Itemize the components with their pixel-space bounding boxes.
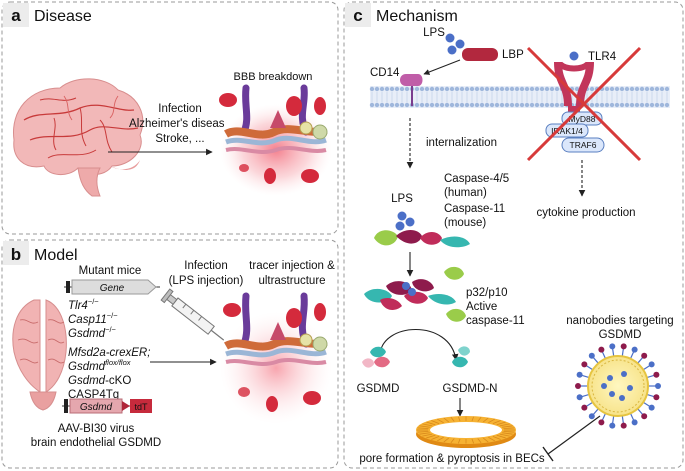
lps-label: LPS (423, 27, 445, 39)
cd14-receptor (400, 74, 423, 106)
lps-inner-label: LPS (391, 193, 413, 205)
mutant-superscript: −/− (88, 297, 99, 306)
lbp-protein (462, 48, 498, 61)
bbb-breakdown-illustration (219, 84, 332, 196)
infection-line2: (LPS injection) (169, 275, 244, 287)
tlr4-label: TLR4 (588, 51, 617, 63)
gsdmd-protein (362, 346, 390, 368)
myd88-label: MyD88 (569, 114, 596, 124)
infection-line1: Infection (184, 260, 227, 272)
construct-reporter: tdT (134, 402, 148, 412)
svg-text:Gsdmdflox/flox: Gsdmdflox/flox (68, 358, 131, 373)
cko-line2: Gsdmd (68, 361, 106, 373)
syringe-icon (160, 288, 225, 341)
panel-a-letter: a (11, 6, 21, 25)
cko-line3-rest: -cKO (105, 375, 131, 387)
cell-membrane (369, 86, 670, 108)
cko-line2-sup: flox/flox (105, 358, 131, 367)
caspase-mouse-line2: (mouse) (444, 217, 486, 229)
gene-label: Gene (100, 283, 125, 294)
nanobody-line1: nanobodies targeting (566, 315, 673, 327)
lps-caspase-complex (374, 211, 470, 248)
construct-gene: Gsdmd (80, 402, 113, 413)
panel-c: c Mechanism LPS LBP CD14 internalization… (343, 1, 684, 469)
virus-line1: AAV-BI30 virus (58, 423, 135, 435)
signaling-adaptors: MyD88 IRAK1/4 TRAF6 (545, 111, 605, 153)
p32-label: p32/p10 (466, 287, 508, 299)
bbb-breakdown-label: BBB breakdown (234, 71, 313, 83)
svg-text:Gsdmd-cKO: Gsdmd-cKO (68, 375, 131, 387)
cause-alzheimers: Alzheimer's disease (129, 118, 231, 130)
casp11-label: caspase-11 (466, 315, 525, 327)
tracer-line2: ultrastructure (258, 275, 325, 287)
caspase-mouse-line1: Caspase-11 (444, 203, 505, 215)
svg-text:Gsdmd−/−: Gsdmd−/− (68, 325, 117, 340)
casp4tg-label: CASP4Tg (68, 389, 119, 401)
bbb-model-illustration (220, 292, 332, 442)
brain-side-illustration (13, 78, 144, 197)
virus-line2: brain endothelial GSDMD (31, 437, 161, 449)
svg-text:Tlr4−/−: Tlr4−/− (68, 297, 99, 312)
traf6-label: TRAF6 (570, 140, 597, 150)
mutant-gsdmd: Gsdmd (68, 328, 106, 340)
mutant-tlr4: Tlr4 (68, 300, 88, 312)
lps-molecule (445, 33, 465, 55)
pore-formation-label: pore formation & pyroptosis in BECs (359, 453, 545, 465)
nanobody-inhibition-line (542, 415, 601, 462)
lbp-label: LBP (502, 49, 524, 61)
brain-top-illustration (12, 299, 67, 411)
svg-text:Casp11−/−: Casp11−/− (68, 311, 118, 326)
panel-b-title: Model (34, 247, 78, 264)
mutant-mice-header: Mutant mice (79, 265, 142, 277)
cause-infection: Infection (158, 103, 201, 115)
aav-construct: Gsdmd tdT (62, 398, 152, 414)
gsdmd-pore-ring (416, 416, 516, 448)
nanobody-particle (575, 343, 661, 429)
panel-a: a Disease Infection Alzheimer's disease … (1, 1, 339, 235)
cytokine-label: cytokine production (536, 207, 635, 219)
panel-c-title: Mechanism (376, 8, 458, 25)
lbp-arrow (423, 59, 461, 75)
gsdmd-n-label: GSDMD-N (443, 383, 498, 395)
gene-construct: Gene (64, 279, 160, 295)
cd14-label: CD14 (370, 67, 400, 79)
cko-line1: Mfsd2a-crexER; (68, 347, 150, 359)
panel-b-letter: b (11, 245, 21, 264)
active-caspase-complex (364, 266, 466, 322)
caspase-human-line1: Caspase-4/5 (444, 173, 509, 185)
cleavage-arrow (379, 329, 459, 361)
panel-b: b Model Mutant mice Gene Tlr4−/− Casp11−… (1, 239, 339, 469)
tlr4-pathway-blocked-cross (526, 46, 642, 162)
cko-line3-gene: Gsdmd (68, 375, 106, 387)
mutant-casp11: Casp11 (68, 314, 107, 326)
panel-a-title: Disease (34, 8, 92, 25)
caspase-human-line2: (human) (444, 187, 487, 199)
mutant-superscript: −/− (107, 311, 118, 320)
cause-stroke: Stroke, ... (155, 133, 204, 145)
panel-c-letter: c (353, 6, 362, 25)
internalization-label: internalization (426, 137, 497, 149)
nanobody-line2: GSDMD (599, 329, 642, 341)
tracer-line1: tracer injection & (249, 260, 335, 272)
mutant-superscript: −/− (105, 325, 116, 334)
gsdmd-n-fragment (452, 346, 470, 368)
gsdmd-label: GSDMD (357, 383, 400, 395)
active-label: Active (466, 301, 497, 313)
irak-label: IRAK1/4 (551, 126, 583, 136)
